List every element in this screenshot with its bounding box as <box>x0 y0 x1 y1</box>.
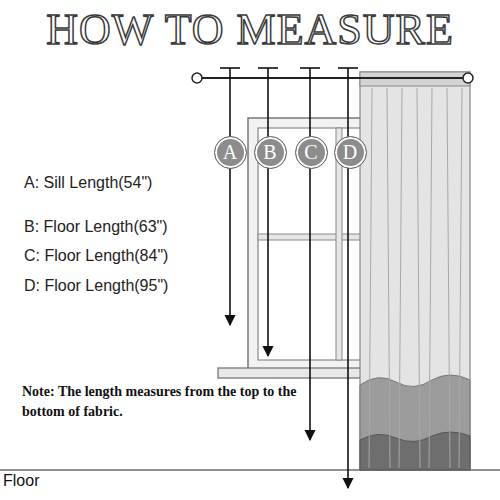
callout-circle: D <box>334 136 367 169</box>
measure-arrows <box>220 68 358 488</box>
curtain <box>360 72 470 470</box>
callout-letter: A <box>223 142 237 162</box>
callout-circle: B <box>254 136 287 169</box>
curtain-rod <box>192 73 473 83</box>
measure-label: B: Floor Length(63") <box>24 218 168 236</box>
callout-circle: C <box>295 136 328 169</box>
callout-letter: D <box>343 142 357 162</box>
floor-label: Floor <box>3 472 39 490</box>
measure-label: C: Floor Length(84") <box>24 247 168 265</box>
note-text: Note: The length measures from the top t… <box>22 382 298 422</box>
measure-label: A: Sill Length(54") <box>24 174 152 192</box>
page-title: HOW TO MEASURE <box>0 4 500 55</box>
callout-letter: C <box>304 142 317 162</box>
callout-circle: A <box>214 136 247 169</box>
callout-letter: B <box>263 142 276 162</box>
measure-label: D: Floor Length(95") <box>24 277 168 295</box>
